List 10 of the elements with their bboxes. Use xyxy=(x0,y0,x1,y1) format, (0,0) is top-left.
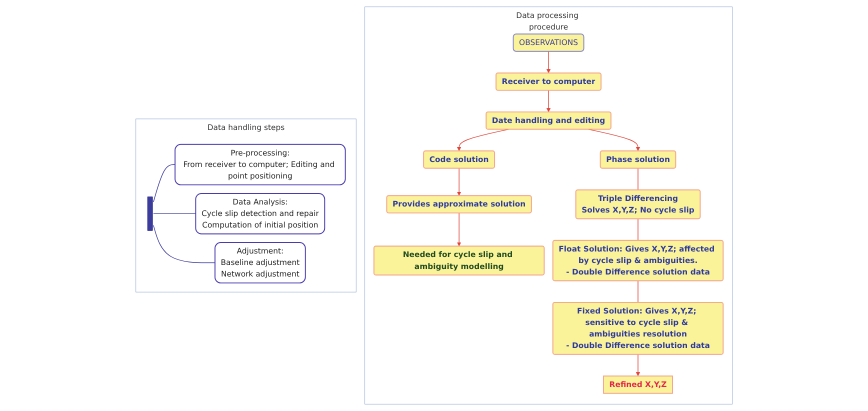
arrow xyxy=(636,354,640,376)
arrow xyxy=(588,128,640,152)
connector xyxy=(152,224,216,264)
connector xyxy=(152,164,176,202)
arrow xyxy=(456,212,462,246)
arrow xyxy=(456,128,510,152)
arrow xyxy=(546,90,551,112)
arrow xyxy=(456,168,462,196)
connector xyxy=(152,213,196,214)
arrow xyxy=(546,50,551,74)
